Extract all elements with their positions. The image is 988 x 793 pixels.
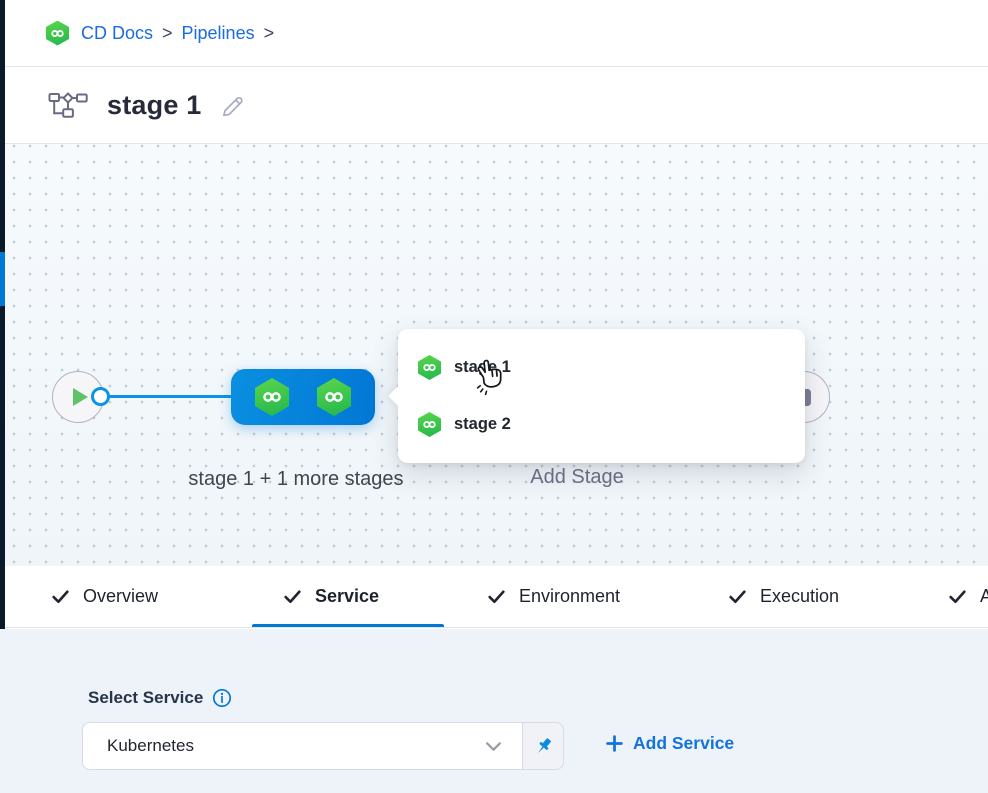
plus-icon — [606, 735, 623, 752]
pin-service-button[interactable] — [522, 722, 564, 770]
stage-popup-item-2[interactable]: stage 2 — [418, 412, 511, 437]
check-icon — [284, 590, 301, 604]
check-icon — [52, 590, 69, 604]
harness-cd-stage-icon — [418, 355, 441, 380]
pipeline-icon — [48, 90, 89, 121]
check-icon — [949, 590, 966, 604]
service-select-value: Kubernetes — [107, 736, 194, 755]
tab-label: Execution — [760, 586, 840, 606]
popup-arrow — [388, 386, 408, 406]
stage-config-tabs: Overview Service Environment Execution A… — [0, 566, 988, 628]
info-icon[interactable] — [212, 688, 232, 708]
breadcrumb-separator: > — [263, 22, 275, 43]
add-service-label: Add Service — [633, 733, 735, 753]
stage-list-popup: stage 1 stage 2 — [388, 329, 805, 463]
breadcrumb-separator: > — [162, 22, 173, 43]
edge-connector-port[interactable] — [91, 387, 110, 406]
check-icon — [729, 590, 746, 604]
stage-group-node[interactable] — [231, 369, 375, 425]
harness-cd-stage-icon — [317, 378, 351, 416]
active-tab-underline — [252, 624, 444, 627]
edge-line — [108, 395, 232, 398]
tab-label: Overview — [83, 586, 159, 606]
left-nav-rail[interactable] — [0, 0, 5, 629]
harness-cd-stage-icon — [418, 412, 441, 437]
breadcrumb-link-pipelines[interactable]: Pipelines — [181, 22, 255, 43]
breadcrumb-bar: CD Docs > Pipelines > — [0, 0, 988, 67]
tab-label: Environment — [519, 586, 621, 606]
pencil-icon[interactable] — [219, 93, 245, 119]
tab-advanced[interactable]: Advanced — [947, 566, 988, 627]
service-tab-panel: Select Service Kubernetes Add Servi — [0, 629, 988, 793]
left-nav-active-indicator — [0, 252, 5, 306]
select-service-row: Select Service — [88, 688, 232, 708]
tab-label: Advanced — [980, 586, 988, 606]
chevron-down-icon — [486, 741, 501, 751]
select-service-label: Select Service — [88, 688, 204, 707]
breadcrumb-link-cd-docs[interactable]: CD Docs — [81, 22, 154, 43]
tab-environment[interactable]: Environment — [486, 566, 620, 627]
hand-pointer-cursor — [466, 354, 511, 405]
play-icon — [73, 388, 88, 406]
add-service-button[interactable]: Add Service — [606, 733, 734, 754]
service-select[interactable]: Kubernetes — [82, 722, 522, 770]
stage-group-caption: stage 1 + 1 more stages — [188, 468, 404, 490]
tab-overview[interactable]: Overview — [50, 566, 158, 627]
pipeline-canvas[interactable]: stage 1 + 1 more stages Add Stage stage … — [0, 143, 988, 566]
add-stage-button[interactable]: Add Stage — [530, 466, 624, 488]
pin-icon — [537, 737, 551, 753]
stage-popup-item-label: stage 2 — [454, 415, 511, 433]
tab-execution[interactable]: Execution — [727, 566, 839, 627]
breadcrumb: CD Docs > Pipelines > — [81, 23, 274, 44]
stage-title-bar: stage 1 — [0, 68, 988, 143]
harness-cd-stage-icon — [255, 378, 289, 416]
tab-service[interactable]: Service — [282, 566, 379, 627]
check-icon — [488, 590, 505, 604]
harness-cd-icon — [46, 20, 69, 46]
page-title: stage 1 — [107, 90, 202, 120]
tab-label: Service — [315, 586, 380, 606]
